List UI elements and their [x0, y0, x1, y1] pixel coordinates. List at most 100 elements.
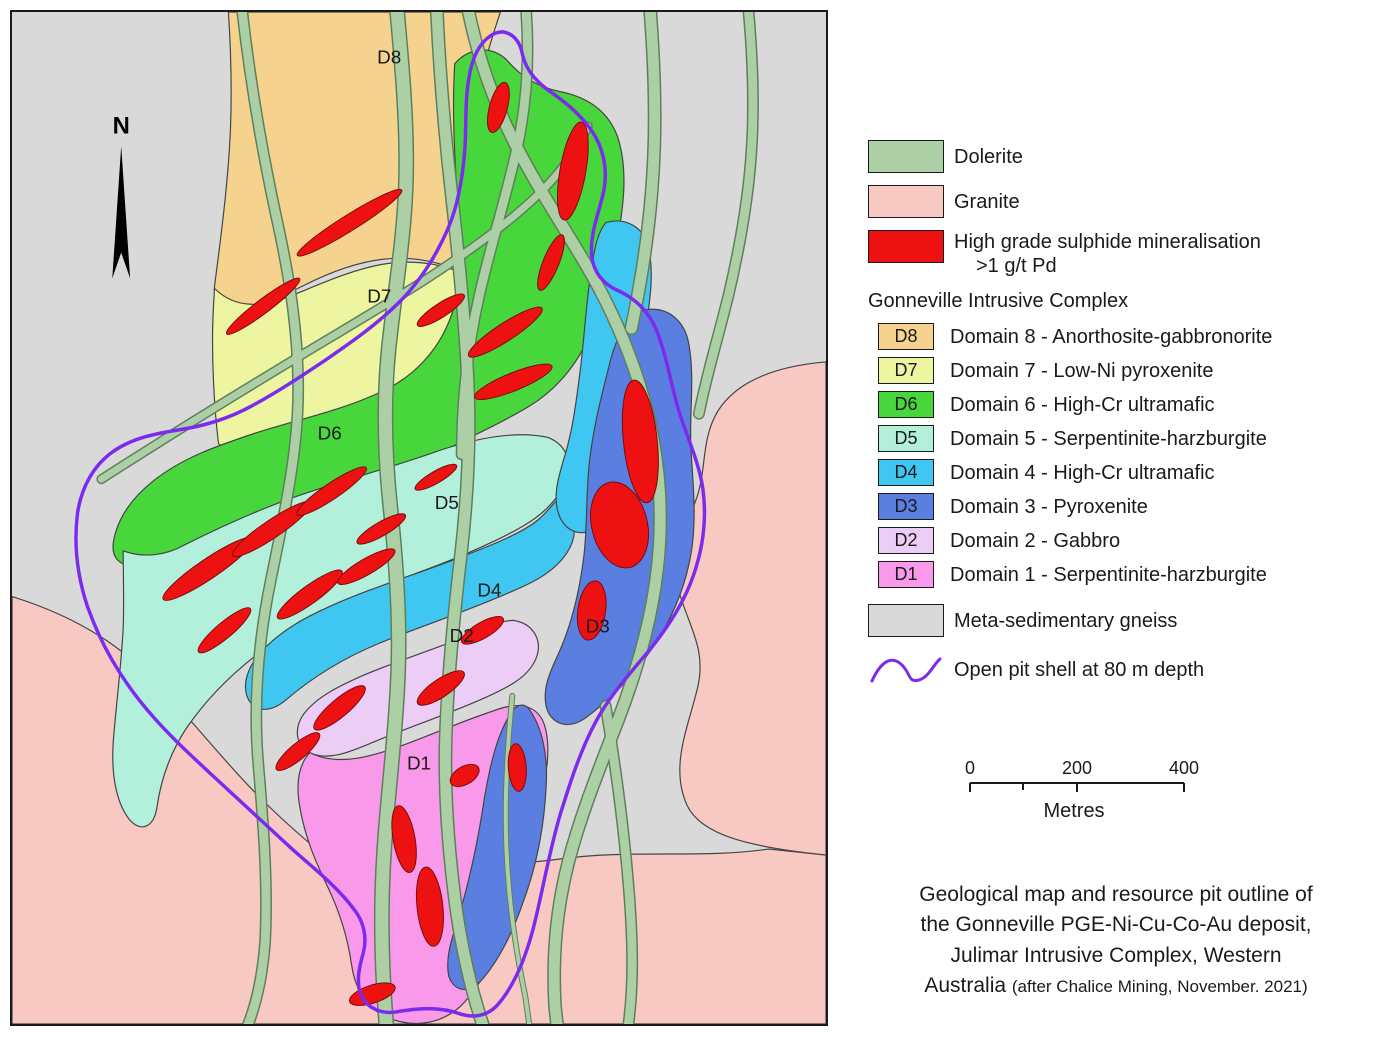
sulphide-lens [275, 732, 321, 772]
sulphide-label-line2: >1 g/t Pd [976, 255, 1057, 277]
d4-label: Domain 4 - High-Cr ultramafic [950, 461, 1215, 484]
d8-swatch: D8 [878, 323, 934, 350]
dolerite-label: Dolerite [954, 145, 1023, 168]
d7-swatch: D7 [878, 357, 934, 384]
d5-label: Domain 5 - Serpentinite-harzburgite [950, 427, 1267, 450]
map-label-d3: D3 [586, 615, 610, 636]
d8-label: Domain 8 - Anorthosite-gabbronorite [950, 325, 1273, 348]
dolerite-dyke [694, 12, 758, 419]
granite-swatch [868, 185, 944, 218]
d3-swatch: D3 [878, 493, 934, 520]
scale-bar-unit: Metres [1043, 800, 1105, 822]
dolerite-swatch [868, 140, 944, 173]
caption-line-4-main: Australia [924, 974, 1007, 998]
sulphide-label: High grade sulphide mineralisation >1 g/… [954, 230, 1261, 278]
sulphide-lens [461, 616, 505, 645]
domain-d4-region [244, 500, 575, 710]
sulphide-lens [537, 234, 565, 291]
legend-row-sulphide: High grade sulphide mineralisation >1 g/… [868, 230, 1388, 278]
dolerite-dyke [457, 12, 532, 459]
sulphide-lens [576, 580, 607, 641]
sulphide-lens [590, 481, 649, 569]
scale-tick-200: 200 [1061, 758, 1093, 778]
d2-swatch: D2 [878, 527, 934, 554]
map-label-d1: D1 [407, 752, 431, 773]
legend-row-d7: D7 Domain 7 - Low-Ni pyroxenite [868, 357, 1388, 384]
geological-map-svg: D8 D7 D6 D5 D4 D2 D3 D1 N [12, 12, 826, 1024]
sulphide-lens [507, 743, 527, 792]
dolerite-dyke [503, 693, 532, 1024]
sulphide-lens [415, 866, 444, 947]
legend-row-granite: Granite [868, 185, 1388, 218]
map-label-d5: D5 [435, 492, 459, 513]
scale-bar-labels: 0 200 400 [962, 758, 1199, 780]
sulphide-lens [391, 805, 417, 873]
d6-label: Domain 6 - High-Cr ultramafic [950, 393, 1215, 416]
dolerite-dykes [96, 12, 759, 1024]
d2-label: Domain 2 - Gabbro [950, 529, 1121, 552]
legend-row-gneiss: Meta-sedimentary gneiss [868, 604, 1388, 637]
map-label-d7: D7 [367, 285, 391, 306]
d1-swatch: D1 [878, 561, 934, 588]
sulphide-lens [621, 379, 659, 504]
d1-label: Domain 1 - Serpentinite-harzburgite [950, 563, 1267, 586]
pit-outline-symbol [870, 657, 942, 683]
legend: Dolerite Granite High grade sulphide min… [868, 140, 1388, 687]
gneiss-label: Meta-sedimentary gneiss [954, 609, 1178, 632]
north-label: N [113, 112, 130, 139]
dolerite-dyke [463, 12, 666, 1024]
sulphide-lens [474, 363, 553, 401]
legend-row-d3: D3 Domain 3 - Pyroxenite [868, 493, 1388, 520]
map-label-d6: D6 [318, 422, 342, 443]
legend-row-d1: D1 Domain 1 - Serpentinite-harzburgite [868, 561, 1388, 588]
pit-outline [74, 30, 707, 1018]
caption-line-3: Julimar Intrusive Complex, Western [950, 943, 1282, 967]
legend-row-d6: D6 Domain 6 - High-Cr ultramafic [868, 391, 1388, 418]
map-domain-labels: D8 D7 D6 D5 D4 D2 D3 D1 [318, 47, 610, 774]
caption-line-4-source: (after Chalice Mining, November. 2021) [1011, 977, 1308, 997]
sulphide-lens [225, 277, 301, 335]
dolerite-dyke [97, 122, 592, 483]
d7-label: Domain 7 - Low-Ni pyroxenite [950, 359, 1214, 382]
sulphide-lens [467, 306, 543, 358]
legend-row-d8: D8 Domain 8 - Anorthosite-gabbronorite [868, 323, 1388, 350]
dolerite-dyke [601, 701, 637, 1024]
scale-tick-0: 0 [964, 758, 976, 778]
sulphide-lens [197, 607, 252, 654]
d4-swatch: D4 [878, 459, 934, 486]
sulphide-lens [487, 81, 510, 134]
sulphide-lens [356, 513, 407, 545]
sulphide-lens [276, 569, 343, 620]
sulphide-lens [313, 685, 366, 731]
sulphide-swatch [868, 230, 944, 263]
dolerite-dyke [237, 12, 303, 1024]
scale-bar: 0 200 400 Metres [962, 758, 1199, 823]
sulphide-lens [449, 763, 480, 788]
dolerite-dyke [625, 12, 661, 334]
complex-heading: Gonneville Intrusive Complex [868, 290, 1129, 312]
sulphide-lens [349, 982, 396, 1006]
d3-label: Domain 3 - Pyroxenite [950, 495, 1148, 518]
granite-label: Granite [954, 190, 1020, 213]
sulphide-lens [296, 188, 403, 257]
north-arrow-needle [112, 146, 131, 279]
legend-row-pit: Open pit shell at 80 m depth [868, 653, 1388, 687]
figure-caption: Geological map and resource pit outline … [848, 880, 1384, 1002]
map-label-d4: D4 [477, 580, 501, 601]
sulphide-mineralisation [162, 81, 659, 1006]
sulphide-lens [296, 466, 367, 516]
geological-map: D8 D7 D6 D5 D4 D2 D3 D1 N [10, 10, 828, 1026]
sulphide-lens [416, 670, 465, 706]
legend-row-dolerite: Dolerite [868, 140, 1388, 173]
sulphide-lens [337, 548, 396, 585]
scale-tick-400: 400 [1168, 758, 1200, 778]
scale-bar-line [969, 782, 1185, 792]
domain-d5-region [112, 434, 570, 828]
dyke-fills [97, 12, 758, 1024]
sulphide-label-line1: High grade sulphide mineralisation [954, 231, 1261, 253]
caption-line-1: Geological map and resource pit outline … [919, 883, 1313, 906]
legend-row-d2: D2 Domain 2 - Gabbro [868, 527, 1388, 554]
sulphide-lens [416, 293, 465, 327]
north-arrow: N [112, 112, 131, 279]
gneiss-swatch [868, 604, 944, 637]
